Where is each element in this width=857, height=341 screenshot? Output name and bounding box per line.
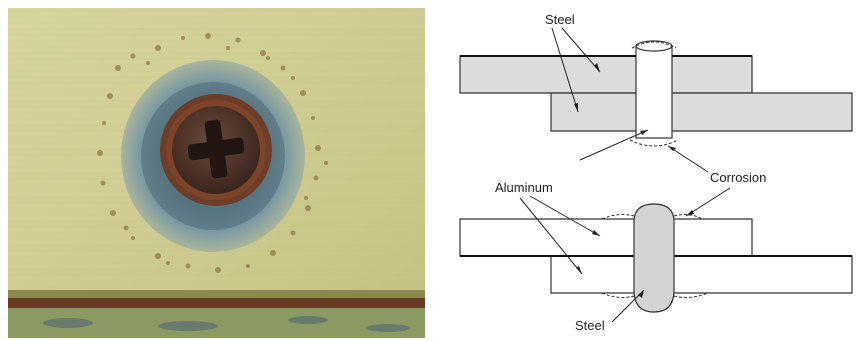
label-steel-top: Steel xyxy=(545,12,575,27)
galvanic-corrosion-diagram: Steel Aluminum Corrosion Steel xyxy=(440,0,857,341)
label-steel-bottom: Steel xyxy=(575,318,605,333)
top-assembly xyxy=(460,41,852,146)
label-corrosion: Corrosion xyxy=(710,170,766,185)
bottom-assembly xyxy=(460,204,852,312)
aluminum-plate-lower xyxy=(551,256,852,293)
steel-plate-lower xyxy=(551,93,852,131)
aluminum-rivet xyxy=(636,46,672,138)
label-aluminum: Aluminum xyxy=(495,180,553,195)
panel-seam xyxy=(8,290,425,298)
aluminum-plate-upper xyxy=(460,219,752,256)
corroded-screw-photo xyxy=(8,8,425,338)
steel-plate-upper xyxy=(460,56,752,93)
